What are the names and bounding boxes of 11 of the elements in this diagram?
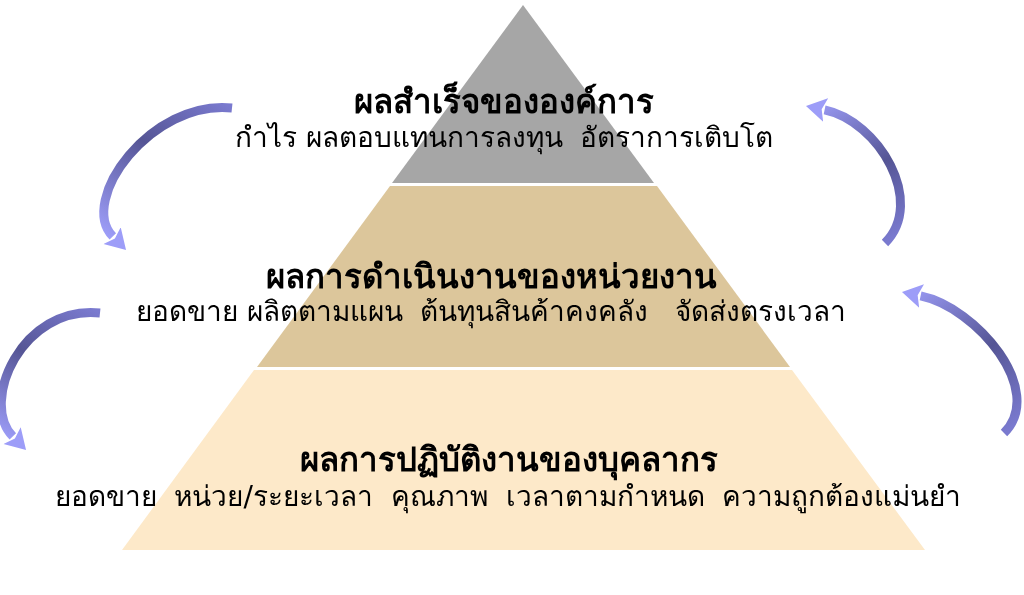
curved-arrow <box>0 308 100 452</box>
tier-description: ยอดขาย ผลิตตามแผน ต้นทุนสินค้าคงคลัง จัดส่งตรงเวลา <box>135 295 847 329</box>
curved-arrow <box>806 98 905 246</box>
pyramid-tier <box>234 5 774 183</box>
tier-title: ผลสำเร็จขององค์การ <box>354 82 654 122</box>
tier-description: ยอดขาย หน่วย/ระยะเวลา คุณภาพ เวลาตามกำหนด ความถูกต้องแม่นยำ <box>54 480 962 514</box>
tier-title: ผลการปฏิบัติงานของบุคลากร <box>300 440 718 480</box>
curved-arrow <box>902 284 1022 436</box>
curved-arrow <box>99 103 232 253</box>
tier-title: ผลการดำเนินงานของหน่วยงาน <box>265 257 717 297</box>
tier-description: กำไร ผลตอบแทนการลงทุน อัตราการเติบโต <box>234 121 774 155</box>
